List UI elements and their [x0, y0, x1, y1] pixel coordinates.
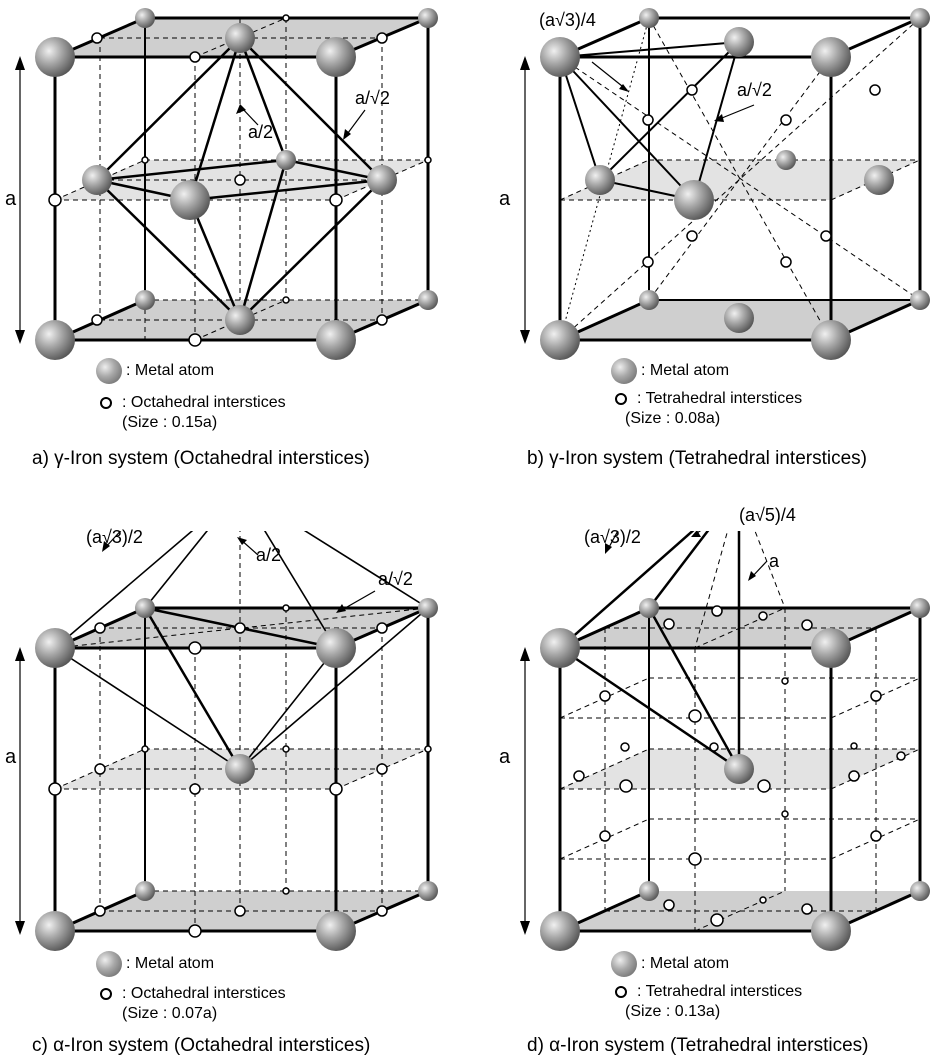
- size-label: (Size : 0.08a): [625, 410, 721, 427]
- annotation-a-root2: a/√2: [737, 80, 772, 100]
- legend-hole-label: : Tetrahedral interstices: [637, 983, 803, 1000]
- legend-hole-label: : Tetrahedral interstices: [637, 390, 803, 407]
- metal-atom-icon: [611, 358, 637, 384]
- annotation-a-root3-over-2: (a√3)/2: [86, 527, 143, 547]
- metal-atom-icon: [96, 358, 122, 384]
- legend-atom-label: : Metal atom: [641, 362, 730, 379]
- panel-b: a (a√3)/4 a/√2 : Metal atom : Tetrahedra…: [469, 0, 938, 531]
- caption: a) γ-Iron system (Octahedral interstices…: [32, 448, 370, 469]
- legend-atom: : Metal atom: [96, 951, 214, 977]
- annotation-a: a: [769, 551, 780, 571]
- annotation-a-root5-over-4: (a√5)/4: [739, 505, 796, 525]
- legend-hole-label: : Octahedral interstices: [122, 394, 286, 411]
- interstice-icon: [615, 393, 627, 405]
- panel-c: a (a√3)/2 a/2 a/√2 : Metal atom : Octahe…: [0, 527, 469, 1062]
- panel-a: a a/2 a/√2 : Metal atom : Octahedral int…: [0, 0, 469, 531]
- legend-hole: : Tetrahedral interstices: [611, 390, 802, 408]
- caption: c) α-Iron system (Octahedral interstices…: [32, 1035, 371, 1056]
- metal-atom-icon: [96, 951, 122, 977]
- legend-atom: : Metal atom: [611, 951, 729, 977]
- legend-atom: : Metal atom: [96, 358, 214, 384]
- metal-atom-icon: [611, 951, 637, 977]
- annotation-a-root3-over-4: (a√3)/4: [539, 10, 596, 30]
- annotation-a-root2: a/√2: [378, 569, 413, 589]
- annotation-half-a: a/2: [256, 545, 282, 565]
- bcc-octahedral-diagram: [15, 531, 438, 951]
- annotation-a-root3-over-2: (a√3)/2: [584, 527, 641, 547]
- legend-atom-label: : Metal atom: [126, 362, 215, 379]
- annotation-half-a: a/2: [248, 122, 274, 142]
- size-label: (Size : 0.07a): [122, 1005, 218, 1022]
- size-label: (Size : 0.15a): [122, 414, 218, 431]
- caption: b) γ-Iron system (Tetrahedral interstice…: [527, 448, 867, 469]
- legend-hole-label: : Octahedral interstices: [122, 985, 286, 1002]
- fcc-tetrahedral-diagram: [520, 8, 930, 360]
- interstice-icon: [615, 986, 627, 998]
- legend-hole: : Tetrahedral interstices: [611, 983, 802, 1001]
- caption: d) α-Iron system (Tetrahedral interstice…: [527, 1035, 869, 1056]
- legend-atom-label: : Metal atom: [641, 955, 730, 972]
- size-label: (Size : 0.13a): [625, 1003, 721, 1020]
- legend-hole: : Octahedral interstices: [96, 394, 286, 412]
- legend-atom: : Metal atom: [611, 358, 729, 384]
- interstice-icon: [100, 397, 112, 409]
- axis-label: a: [499, 188, 511, 210]
- interstice-icon: [100, 988, 112, 1000]
- legend-atom-label: : Metal atom: [126, 955, 215, 972]
- legend-hole: : Octahedral interstices: [96, 985, 286, 1003]
- fcc-octahedral-diagram: [15, 8, 438, 360]
- panel-d: a (a√3)/2 (a√5)/4 a : Metal atom : Tetra…: [469, 505, 938, 1062]
- bcc-tetrahedral-diagram: [520, 531, 930, 951]
- axis-label: a: [5, 746, 17, 768]
- axis-label: a: [499, 746, 511, 768]
- annotation-a-root2: a/√2: [355, 88, 390, 108]
- axis-label: a: [5, 188, 17, 210]
